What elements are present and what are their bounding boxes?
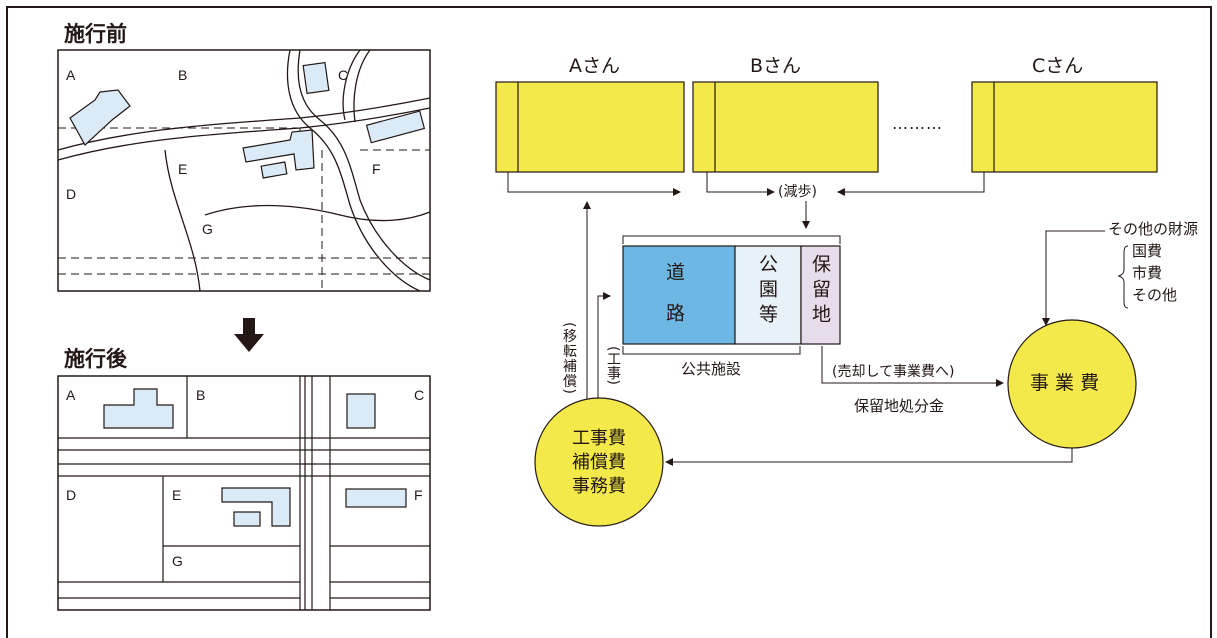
after-title: 施行後 (64, 347, 127, 371)
road-block (622, 245, 736, 345)
after-parcel-g: G (172, 553, 183, 569)
other-fund-national: 国費 (1132, 242, 1163, 260)
reduction-label: (減歩) (778, 184, 817, 200)
before-parcel-a: A (66, 67, 76, 83)
other-funds-title: その他の財源 (1108, 220, 1199, 238)
before-parcel-g: G (202, 221, 213, 237)
after-parcel-f: F (414, 487, 423, 503)
before-map (57, 49, 431, 292)
expense-administration: 事務費 (572, 476, 626, 497)
land-c (971, 81, 1158, 173)
land-b (692, 81, 879, 173)
landowner-b: Bさん (750, 55, 802, 77)
before-parcel-c: C (338, 67, 349, 83)
before-parcel-e: E (178, 161, 188, 177)
project-cost-label: 事 業 費 (1030, 372, 1100, 394)
ellipsis: ……… (892, 114, 943, 133)
expense-list: 工事費 補償費 事務費 (566, 427, 632, 499)
after-parcel-d: D (66, 487, 77, 503)
before-parcel-f: F (372, 161, 381, 177)
reserve-label: 保留地 (809, 254, 831, 329)
other-fund-city: 市費 (1132, 264, 1163, 282)
reserve-block (800, 245, 841, 345)
before-parcel-d: D (66, 186, 77, 202)
reserve-proceeds-label: 保留地処分金 (854, 397, 945, 415)
flow-layer (495, 81, 1158, 527)
sale-label: (売却して事業費へ) (832, 364, 955, 380)
after-parcel-b: B (196, 387, 206, 403)
landowner-a: Aさん (569, 55, 620, 77)
landowner-c: Cさん (1032, 55, 1084, 77)
other-fund-other: その他 (1132, 286, 1178, 304)
construction-label: (工事) (605, 346, 621, 385)
after-parcel-a: A (66, 387, 76, 403)
maps-layer (57, 49, 431, 611)
public-facilities-label: 公共施設 (681, 360, 742, 378)
expense-circle (534, 397, 664, 527)
park-label: 公園等 (756, 254, 778, 329)
expense-compensation: 補償費 (572, 452, 626, 473)
down-arrow (234, 318, 264, 352)
road-label: 道路 (663, 262, 685, 344)
figure-frame (6, 6, 1212, 638)
before-title: 施行前 (64, 22, 127, 46)
expense-construction: 工事費 (572, 428, 626, 449)
land-a (495, 81, 685, 173)
before-parcel-b: B (178, 67, 188, 83)
project-cost-circle (1007, 319, 1137, 449)
after-map (57, 375, 431, 611)
after-parcel-e: E (172, 487, 182, 503)
after-parcel-c: C (414, 387, 425, 403)
relocation-label: (移転補償) (561, 322, 577, 395)
